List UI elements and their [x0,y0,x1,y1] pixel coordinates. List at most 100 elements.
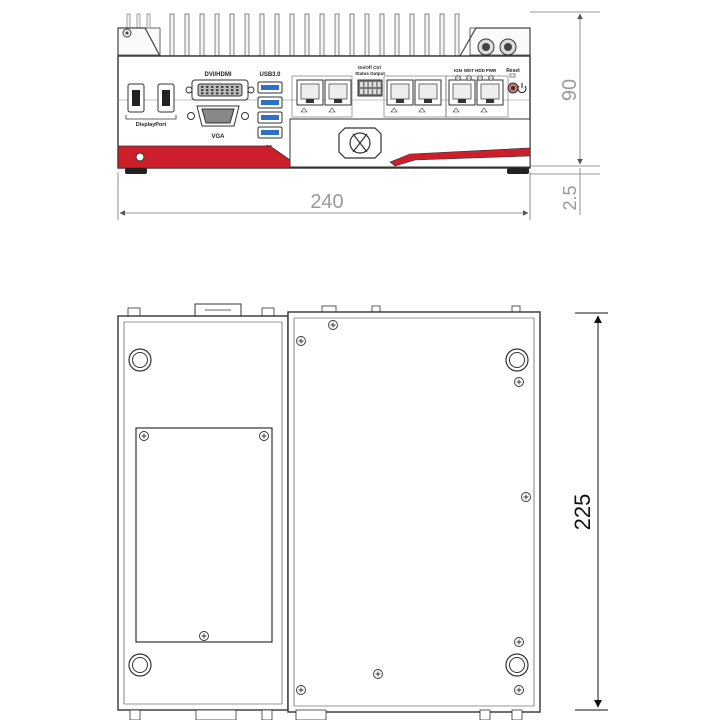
dio-pin [377,82,381,87]
heatsink-fin [169,13,175,57]
displayport-label: DisplayPort [136,122,167,128]
dio-label: On/Off Ctrl Status Output [355,65,385,76]
heatsink-fin [454,13,460,57]
lan-port-jack [300,83,320,100]
dio-pin [368,89,372,94]
screw-cross [298,338,304,344]
red-accent-stripe [389,147,531,167]
lan-port-jack [452,83,472,100]
screw-cross [330,322,336,328]
heatsink-fin [304,13,310,57]
screws [139,320,531,695]
usb-port-insert [261,85,279,90]
heatsink-fin [199,13,205,57]
screw-cross [523,494,529,500]
depth-dimension [575,312,608,711]
dimension-height: 90 [559,79,581,101]
lan-port-jack [418,83,438,100]
lan-ports [291,75,509,118]
heatsink-fin [126,13,131,29]
screw-cross [375,671,381,677]
lan-port-jack [328,83,348,100]
screw-cross [141,433,147,439]
dvi-hdmi-label: DVI/HDMI [205,72,232,78]
dvi-pin [216,86,219,88]
foot-right [507,168,529,174]
heatsink-fin [259,13,265,57]
displayport-connectors [125,83,177,120]
lan-port-jack [480,83,500,100]
lan-port-tab [458,99,466,103]
led-indicator [455,75,461,81]
dvi-pin [236,86,239,88]
mount-hole-inner [509,352,525,368]
led-label: IGN [454,68,462,73]
heatsink-fin [244,13,250,57]
heatsink-fin [334,13,340,57]
dimension-depth: 225 [570,494,595,531]
dvi-pin [226,92,229,95]
dvi-pin [231,86,234,88]
heatsink-fin [136,13,141,29]
dvi-pin [206,86,209,88]
top-view [117,303,541,713]
dio-pin [360,89,363,94]
usb-port-insert [261,100,279,105]
dvi-pin [221,86,224,88]
led-indicator [466,75,472,81]
screw-cross [298,687,304,693]
lan-icon [480,107,488,113]
lan-port-tab [396,99,404,103]
dvi-pin [231,92,234,95]
red-accent-band [117,145,291,169]
dvi-pin [206,92,209,95]
dio-pin [373,89,377,94]
dvi-pin [226,86,229,88]
front-view: DisplayPort DVI/HDMI VGA USB3.0 SS On/Of… [117,13,531,174]
lan-port-jack [390,83,410,100]
lan-group-frame [291,75,353,118]
dvi-pin [221,92,224,95]
led-indicator [488,75,494,81]
lan-icon [300,107,308,113]
dio-pin [377,89,381,94]
dio-pin [368,82,372,87]
heatsink-fin [349,13,355,57]
dvi-pin [221,89,224,91]
dvi-pin [201,86,204,88]
dio-terminal [357,79,383,97]
heatsink-fin [146,13,151,29]
heatsink-fins [117,13,531,57]
led-label: WDT [464,68,474,73]
bottom-connectors [129,709,523,720]
dvi-pin [231,89,234,91]
dvi-pin [211,86,214,88]
access-panel [135,427,273,643]
dio-pin [364,82,368,87]
dvi-pin [211,89,214,91]
reset-label: Reset [506,68,520,74]
usb-ports [257,81,283,139]
lan-port-tab [486,99,494,103]
dio-pin [364,89,368,94]
heatsink-fin [424,13,430,57]
screw-cross [516,639,522,645]
dvi-connector [185,79,255,101]
mount-hole-inner [132,352,148,368]
front-dimensions [117,11,600,220]
mount-hole-inner [132,657,148,673]
dvi-pin [216,89,219,91]
dvi-pin [201,89,204,91]
heatsink-fin [289,13,295,57]
usb-port-insert [261,115,279,120]
heatsink-fin [409,13,415,57]
heatsink-fin [379,13,385,57]
heatsink-fin [319,13,325,57]
fan-icon [338,127,382,159]
dvi-pin [216,92,219,95]
led-label: PWR [486,68,497,73]
vga-label: VGA [211,134,225,140]
lan-icon [418,107,426,113]
